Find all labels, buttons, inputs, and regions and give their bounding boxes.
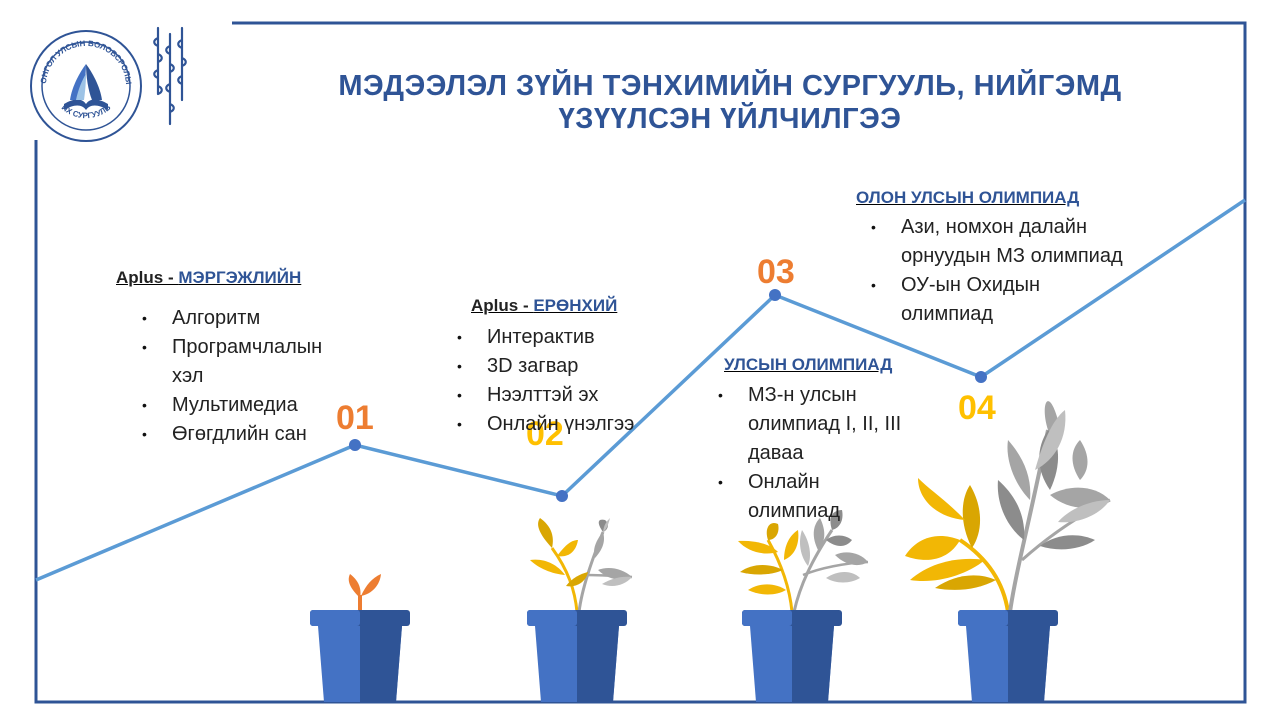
plant-2 <box>530 518 633 613</box>
step-2-list: Интерактив 3D загвар Нээлттэй эх Онлайн … <box>455 323 695 439</box>
plant-4 <box>905 401 1111 613</box>
pot-4 <box>958 610 1058 702</box>
step-4-number: 04 <box>958 389 996 427</box>
step-2-heading: Aplus - ЕРӨНХИЙ <box>471 296 617 316</box>
step-4-list: Ази, номхон далайн орнуудын МЗ олимпиад … <box>869 213 1179 329</box>
milestone-dot-3 <box>769 289 781 301</box>
step-2-heading-main: ЕРӨНХИЙ <box>533 296 618 315</box>
list-item: МЗ-н улсын олимпиад I, II, III даваа <box>716 381 940 468</box>
list-item: Онлайн үнэлгээ <box>455 410 695 439</box>
list-item: Програмчлалын хэл <box>140 333 332 391</box>
milestone-dot-4 <box>975 371 987 383</box>
milestone-dot-2 <box>556 490 568 502</box>
mongolian-script-mark <box>153 26 187 126</box>
step-1-number: 01 <box>336 399 374 437</box>
step-3-list: МЗ-н улсын олимпиад I, II, III даваа Онл… <box>716 381 940 526</box>
list-item: ОУ-ын Охидын олимпиад <box>869 271 1101 329</box>
step-1-heading-main: МЭРГЭЖЛИЙН <box>178 268 302 287</box>
university-logo: МОНГОЛ УЛСЫН БОЛОВСРОЛЫН ИХ СУРГУУЛЬ <box>28 28 142 142</box>
page-title: МЭДЭЭЛЭЛ ЗҮЙН ТЭНХИМИЙН СУРГУУЛЬ, НИЙГЭМ… <box>260 70 1200 136</box>
list-item: Нээлттэй эх <box>455 381 695 410</box>
step-3-number: 03 <box>757 253 795 291</box>
plant-1 <box>348 574 381 612</box>
plant-3 <box>738 510 869 613</box>
pot-1 <box>310 610 410 702</box>
list-item: Алгоритм <box>140 304 365 333</box>
step-1-heading-prefix: Aplus - <box>116 268 179 287</box>
step-2-heading-prefix: Aplus - <box>471 296 534 315</box>
frame-border <box>34 21 1247 704</box>
step-3-heading: УЛСЫН ОЛИМПИАД <box>724 355 892 375</box>
step-1-list: Алгоритм Програмчлалын хэл Мультимедиа Ө… <box>140 304 365 449</box>
step-4-heading: ОЛОН УЛСЫН ОЛИМПИАД <box>856 188 1079 208</box>
list-item: Мультимедиа <box>140 391 365 420</box>
step-3-heading-main: УЛСЫН ОЛИМПИАД <box>724 355 893 374</box>
step-4-heading-main: ОЛОН УЛСЫН ОЛИМПИАД <box>856 188 1080 207</box>
page-title-line-1: МЭДЭЭЛЭЛ ЗҮЙН ТЭНХИМИЙН СУРГУУЛЬ, НИЙГЭМ… <box>338 70 1122 102</box>
list-item: Өгөгдлийн сан <box>140 420 365 449</box>
page-title-line-2: ҮЗҮҮЛСЭН ҮЙЛЧИЛГЭЭ <box>558 103 902 135</box>
book-emblem-icon <box>64 64 108 110</box>
step-1-heading: Aplus - МЭРГЭЖЛИЙН <box>116 268 301 288</box>
pot-2 <box>527 610 627 702</box>
list-item: Онлайн олимпиад <box>716 468 868 526</box>
list-item: Ази, номхон далайн орнуудын МЗ олимпиад <box>869 213 1179 271</box>
pot-3 <box>742 610 842 702</box>
list-item: 3D загвар <box>455 352 695 381</box>
list-item: Интерактив <box>455 323 695 352</box>
